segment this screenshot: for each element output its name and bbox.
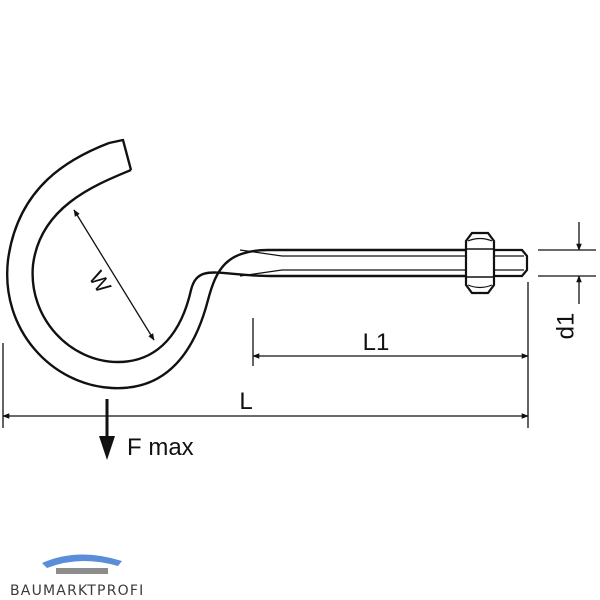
force-label: F max	[127, 434, 194, 461]
dimension-l1: L1	[252, 329, 529, 359]
dimension-d1-label: d1	[553, 313, 580, 340]
threaded-shank	[239, 248, 529, 278]
brand-name: BAUMARKTPROFI	[10, 583, 144, 599]
brand-logo: BAUMARKTPROFI	[10, 554, 144, 599]
force-arrow-head-icon	[99, 436, 115, 460]
hook-tip	[108, 138, 133, 171]
dimension-w: W	[73, 209, 155, 341]
dimension-w-line	[73, 209, 155, 341]
force-indicator: F max	[99, 399, 194, 461]
dimension-l1-label: L1	[363, 329, 390, 356]
hook-outer-contour	[5, 141, 466, 390]
brand-logo-roof-icon	[42, 554, 122, 568]
dimension-l-label: L	[239, 388, 252, 415]
dimension-d1: d1	[553, 222, 582, 340]
hook-inner-contour	[31, 168, 466, 364]
hex-nut	[464, 231, 496, 295]
hook-body	[5, 138, 466, 390]
brand-logo-bar-icon	[56, 568, 108, 574]
dimension-l: L	[2, 388, 529, 419]
